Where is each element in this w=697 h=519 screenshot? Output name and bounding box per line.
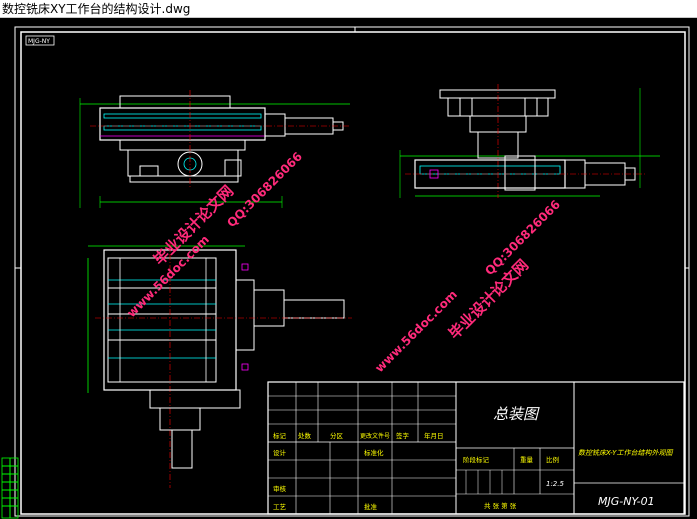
header-label-5: 年月日: [424, 431, 444, 440]
scale-label: 比例: [546, 455, 559, 464]
front-view: [79, 90, 350, 208]
svg-text:QQ:306826066: QQ:306826066: [224, 149, 305, 230]
header-label-0: 标记: [273, 431, 287, 440]
row-label-review: 审核: [273, 484, 287, 493]
layer-tabs: [1, 457, 19, 519]
header-label-4: 签字: [396, 431, 410, 440]
watermark-3: QQ:306826066: [224, 149, 305, 230]
scale-value: 1:2.5: [546, 480, 564, 488]
top-view: [87, 243, 352, 488]
corner-stamp: MJG-NY: [28, 38, 50, 45]
header-label-2: 分区: [330, 431, 344, 440]
window-title: 数控铣床XY工作台的结构设计.dwg: [0, 0, 697, 18]
row-label-approve: 批准: [364, 502, 378, 511]
row-label-design: 设计: [273, 448, 287, 457]
row-label-standard: 标准化: [364, 448, 384, 457]
title-block: [267, 381, 685, 515]
row-label-process: 工艺: [273, 503, 287, 511]
corner-stamp-box: [25, 35, 55, 46]
stage-label: 阶段标记: [463, 455, 490, 464]
drawing-title: 总装图: [493, 405, 540, 423]
drawing-sheet: MJG-NY: [1, 26, 690, 519]
outer-frame: [14, 26, 690, 517]
cad-canvas[interactable]: MJG-NY: [0, 18, 697, 519]
part-name: 数控铣床X-Y工作台结构外观图: [578, 449, 673, 457]
sheet-label: 共 张 第 张: [484, 501, 517, 510]
drawing-number: MJG-NY-01: [598, 495, 655, 508]
side-view: [399, 84, 660, 198]
weight-label: 重量: [520, 456, 534, 464]
header-label-3: 更改文件号: [360, 432, 390, 440]
header-label-1: 处数: [298, 431, 312, 440]
